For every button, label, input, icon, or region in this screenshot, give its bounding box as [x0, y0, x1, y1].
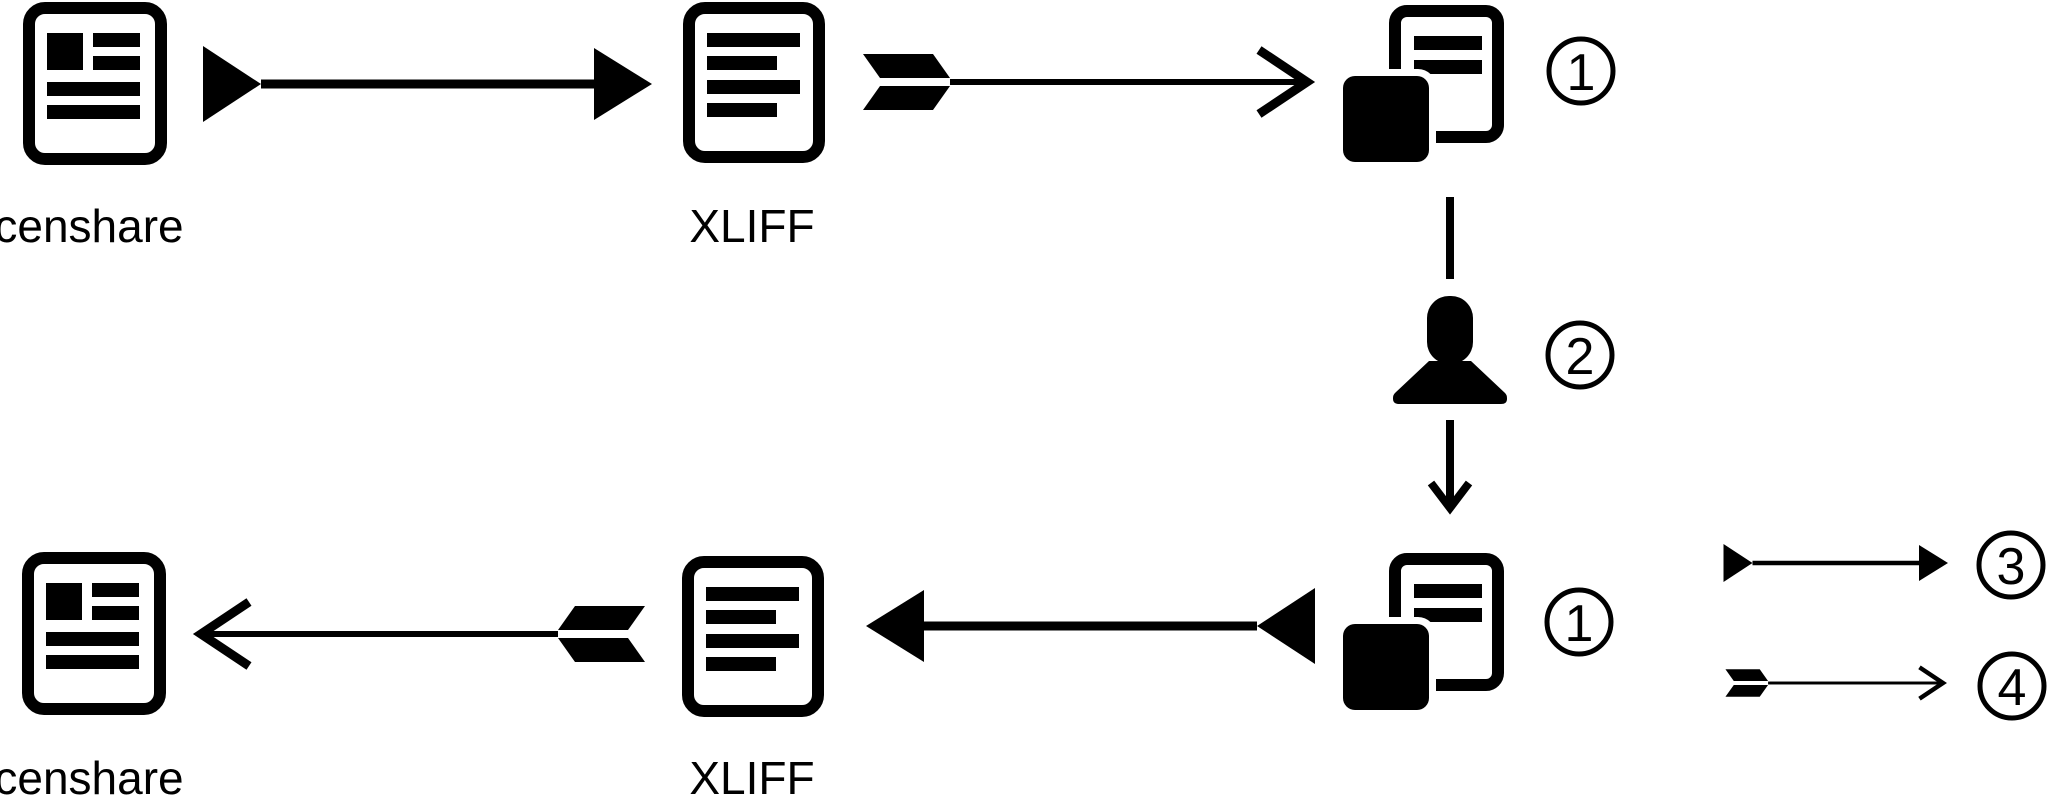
- legend: 3 4: [1723, 530, 2047, 721]
- badge-1-bottom: 1: [1544, 587, 1614, 657]
- xliff-label-bottom: XLIFF: [689, 752, 814, 804]
- censhare-label-bottom: censhare: [0, 752, 184, 804]
- xliff-label-top: XLIFF: [689, 200, 814, 252]
- person-icon: [1393, 296, 1507, 404]
- badge-1-top: 1: [1546, 36, 1616, 106]
- badge-4-number: 4: [1998, 659, 2027, 717]
- censhare-document-icon-top: [29, 8, 161, 159]
- copied-file-icon-bottom: [1336, 559, 1498, 717]
- copied-file-icon-top: [1336, 11, 1498, 169]
- xliff-document-icon-bottom: [688, 562, 818, 711]
- feathered-arrow-export: [863, 50, 1307, 114]
- badge-2: 2: [1545, 320, 1615, 390]
- badge-4: 4: [1977, 651, 2047, 721]
- badge-2-number: 2: [1566, 328, 1595, 386]
- censhare-label-top: censhare: [0, 200, 184, 252]
- translator-down-arrow: [1427, 420, 1473, 515]
- legend-solid-arrow: [1723, 544, 1948, 582]
- badge-3-number: 3: [1997, 538, 2026, 596]
- censhare-document-icon-bottom: [28, 558, 160, 709]
- connector-line: [1446, 197, 1454, 279]
- badge-1-top-number: 1: [1567, 44, 1596, 102]
- solid-arrow-export: [203, 46, 652, 122]
- xliff-document-icon-top: [689, 8, 819, 157]
- feathered-arrow-import: [201, 602, 645, 666]
- solid-arrow-import: [866, 588, 1315, 664]
- legend-feathered-arrow: [1725, 667, 1943, 698]
- badge-1-bottom-number: 1: [1565, 595, 1594, 653]
- badge-3: 3: [1976, 530, 2046, 600]
